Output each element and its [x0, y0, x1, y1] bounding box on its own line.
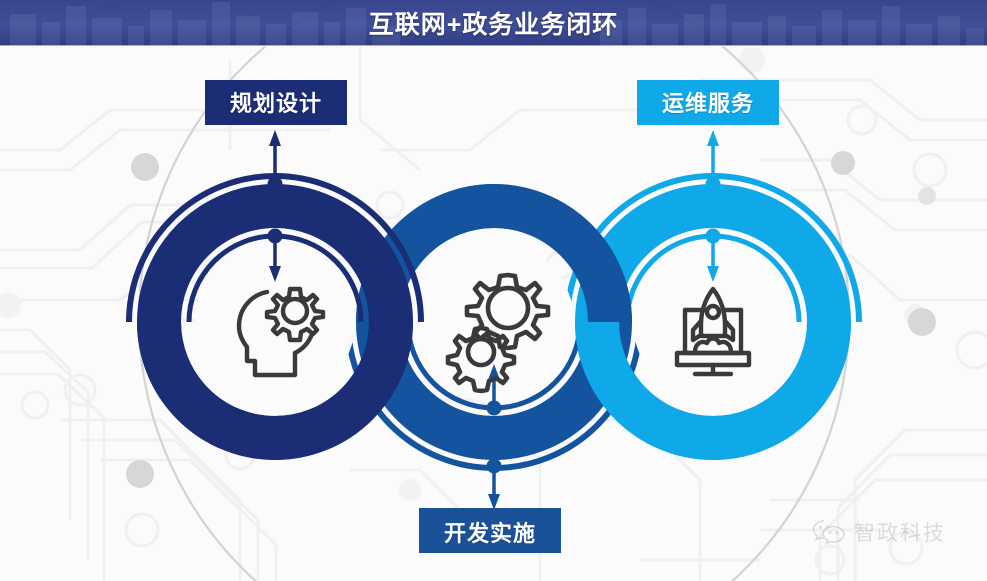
ring-overlap-cyan-over-blue [575, 322, 851, 460]
arrow-operations-in [705, 228, 721, 282]
skyline-graphic [10, 2, 984, 46]
head-gear-icon [236, 286, 326, 378]
stage-label-development[interactable]: 开发实施 [419, 508, 561, 553]
page-title: 互联网+政务业务闭环 [368, 11, 619, 39]
arrow-operations-out [705, 130, 721, 192]
arrow-development-out [486, 458, 502, 510]
header-divider [0, 45, 987, 47]
title-banner: 互联网+政务业务闭环 [0, 0, 987, 46]
arrow-planning-in [267, 228, 283, 282]
stage-label-operations[interactable]: 运维服务 [637, 80, 779, 125]
watermark-text: 智政科技 [854, 522, 946, 545]
stage-label-planning[interactable]: 规划设计 [205, 80, 347, 125]
wechat-icon [812, 520, 845, 545]
ring-overlap-navy-over-blue [137, 322, 413, 460]
watermark: 智政科技 [812, 517, 946, 547]
rocket-monitor-icon [674, 286, 752, 377]
arrow-planning-out [267, 130, 283, 192]
gears-icon [445, 272, 551, 394]
